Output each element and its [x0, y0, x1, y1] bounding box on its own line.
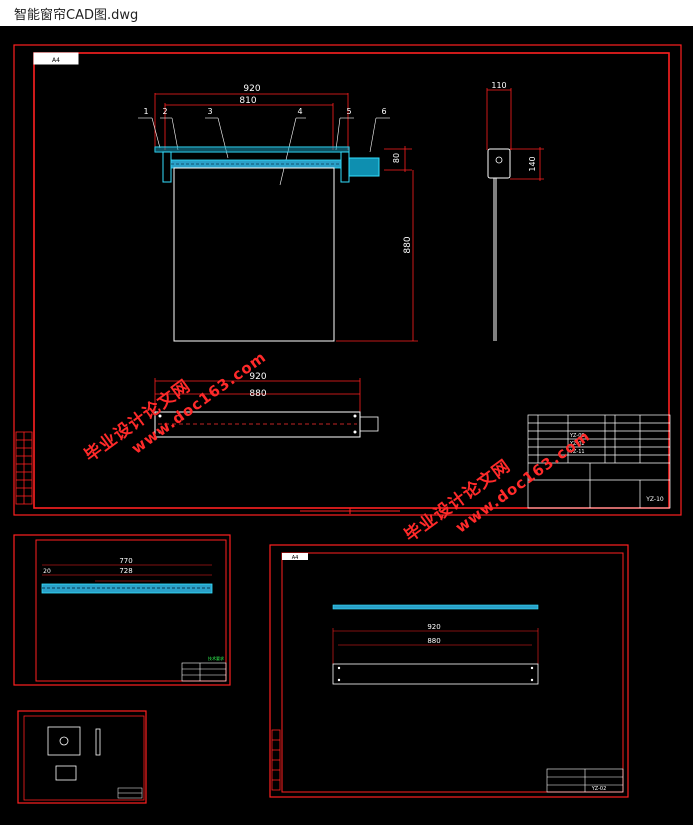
callout-6: 6 — [381, 107, 386, 116]
title-block — [527, 414, 671, 509]
file-title: 智能窗帘CAD图.dwg — [14, 8, 139, 23]
callout-1: 1 — [143, 107, 148, 116]
cad-viewport[interactable]: A4 920 810 1 2 3 — [0, 26, 693, 825]
sheet-main: A4 920 810 1 2 3 — [13, 44, 682, 516]
side-bracket — [487, 148, 511, 179]
tb-material-3: YZ-11 — [569, 449, 585, 455]
dim-920-bar: 920 — [427, 623, 440, 631]
callout-5: 5 — [346, 107, 351, 116]
sheet-bar-size-label: A4 — [292, 555, 299, 561]
dim-920-bottom: 920 — [249, 372, 266, 382]
dim-920-top: 920 — [243, 84, 260, 94]
dim-728: 728 — [119, 567, 132, 575]
sheet-main-size-label: A4 — [52, 57, 60, 64]
callout-4: 4 — [297, 107, 302, 116]
tb-material-2: YZ-02 — [569, 441, 585, 447]
window-titlebar: 智能窗帘CAD图.dwg — [0, 0, 693, 26]
sheet-bar-detail: A4 920 880 YZ-02 — [269, 544, 629, 798]
dim-80: 80 — [392, 153, 401, 163]
dim-770: 770 — [119, 557, 132, 565]
dim-880-bar: 880 — [427, 637, 440, 645]
dim-880-vertical: 880 — [403, 236, 413, 253]
sheet-bar-drawing-no: YZ-02 — [591, 786, 607, 792]
cad-drawing-canvas: A4 920 810 1 2 3 — [13, 44, 682, 804]
rail-note: 技术要求 — [208, 655, 224, 661]
sheet-bracket-detail — [17, 710, 147, 804]
callout-2: 2 — [162, 107, 167, 116]
sheet-main-size-tag — [33, 52, 79, 65]
bar-detail-rect — [332, 663, 539, 685]
dim-880-bottom: 880 — [249, 389, 266, 399]
tb-drawing-no: YZ-10 — [645, 496, 664, 503]
dim-110: 110 — [491, 81, 506, 90]
dim-140: 140 — [528, 156, 537, 171]
dim-20: 20 — [43, 568, 51, 575]
dim-810: 810 — [239, 96, 256, 106]
callout-3: 3 — [207, 107, 212, 116]
tb-material-1: YZ-09 — [569, 433, 585, 439]
sheet-rail-detail: 770 728 20 技术要求 — [13, 534, 231, 686]
